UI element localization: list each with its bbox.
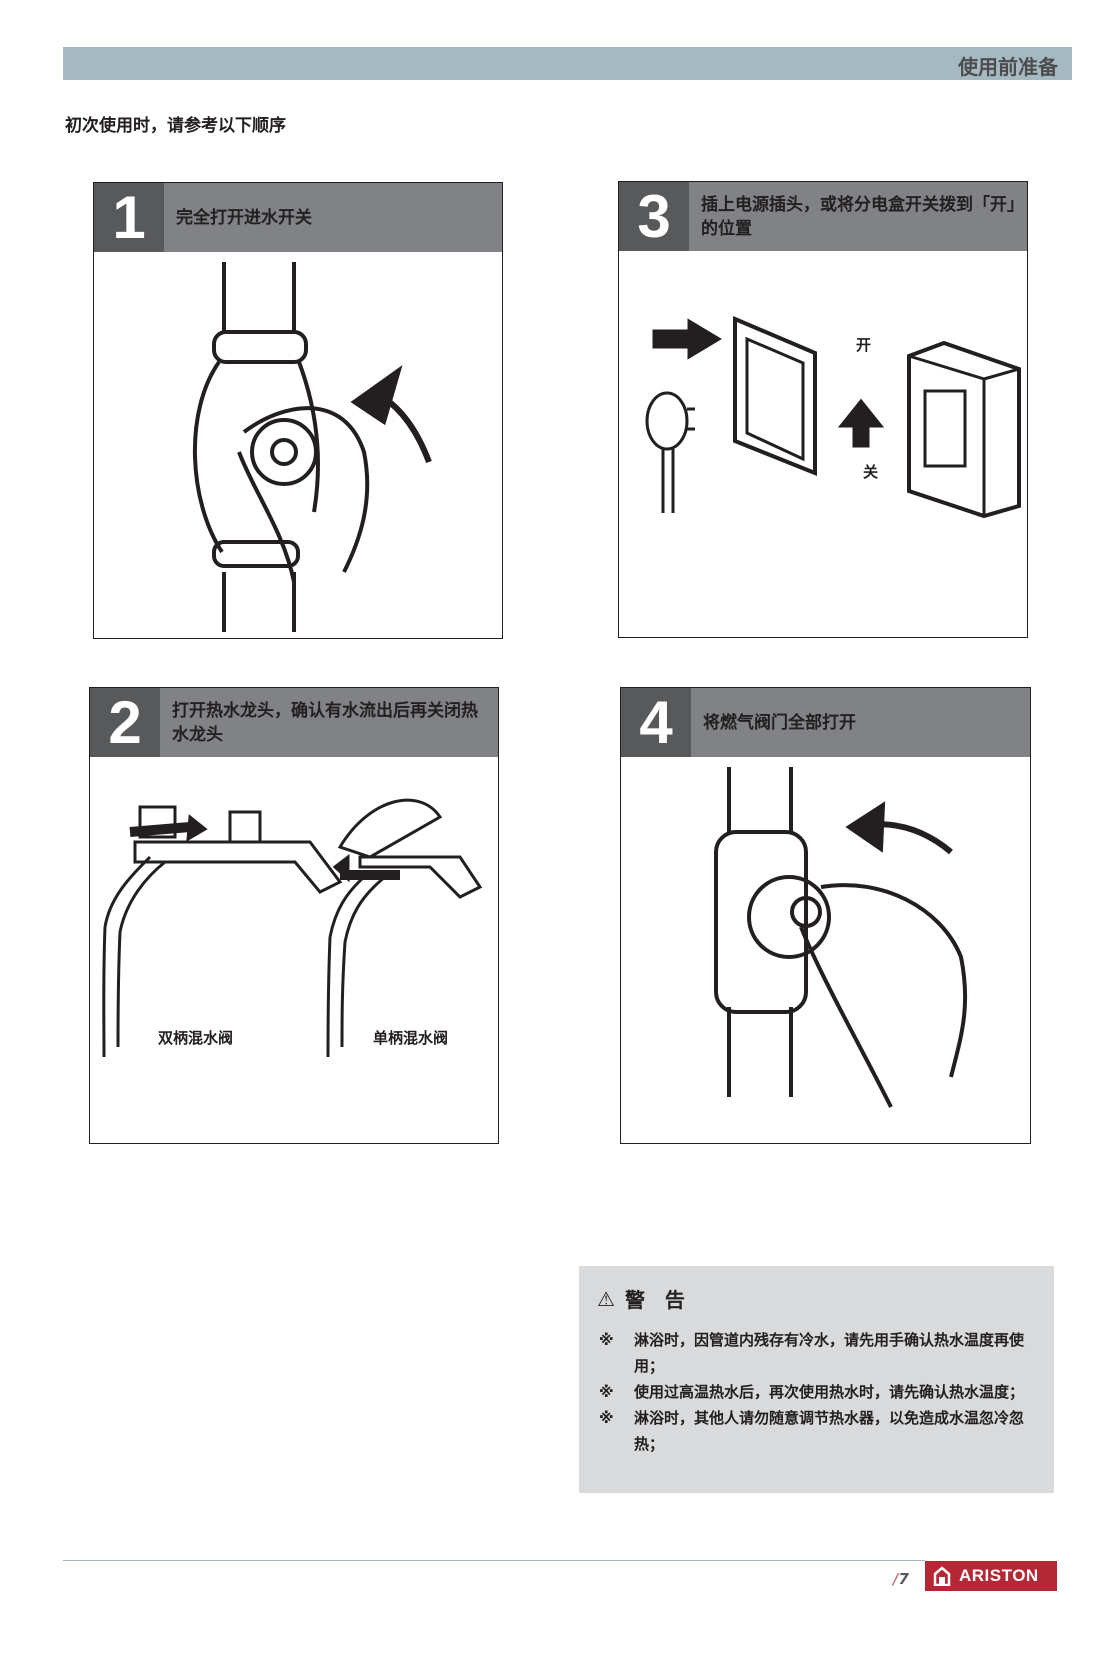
on-label: 开 [856,336,872,354]
wall-socket [733,315,817,476]
off-label: 关 [863,463,879,481]
step-title: 将燃气阀门全部打开 [703,712,856,733]
footer-divider [63,1560,925,1561]
breaker-box [907,340,1021,519]
power-plug [645,391,689,451]
step-3-panel: 3 插上电源插头，或将分电盒开关拨到「开」的位置 开 关 [618,181,1028,638]
faucet-illustration: 双柄混水阀 单柄混水阀 [90,757,498,1143]
dual-handle-label: 双柄混水阀 [158,1029,234,1047]
step-2-panel: 2 打开热水龙头，确认有水流出后再关闭热水龙头 双柄混水阀 单柄混水阀 [89,687,499,1144]
power-illustration: 开 关 [619,251,1027,637]
gas-valve-illustration [714,767,968,1108]
step-number: 4 [621,688,691,757]
warning-box: ⚠ 警 告 ※淋浴时，因管道内残存有冷水，请先用手确认热水温度再使用； ※使用过高… [579,1266,1054,1493]
step-4-panel: 4 将燃气阀门全部打开 [620,687,1031,1144]
section-header-bar: 使用前准备 [63,47,1072,80]
arrow-right-icon [652,318,722,360]
single-handle-label: 单柄混水阀 [373,1029,449,1047]
section-title: 使用前准备 [958,55,1058,79]
step-header: 1 完全打开进水开关 [94,183,502,252]
arrow-up-icon [837,398,885,448]
warning-item: ※淋浴时，因管道内残存有冷水，请先用手确认热水温度再使用； [599,1331,1025,1375]
valve-hand-illustration [192,262,432,632]
ariston-logo: ARISTON [925,1561,1057,1591]
step-number: 2 [90,688,160,757]
warning-item: ※使用过高温热水后，再次使用热水时，请先确认热水温度； [599,1383,1025,1401]
intro-text: 初次使用时，请参考以下顺序 [65,116,286,136]
house-icon [933,1566,951,1586]
page-number: /7 [893,1570,909,1588]
step-title: 插上电源插头，或将分电盒开关拨到「开」的位置 [701,194,1016,239]
step-header: 2 打开热水龙头，确认有水流出后再关闭热水龙头 [90,688,498,757]
step-header: 3 插上电源插头，或将分电盒开关拨到「开」的位置 [619,182,1027,251]
step-header: 4 将燃气阀门全部打开 [621,688,1030,757]
warning-triangle-icon: ⚠ [597,1286,615,1311]
step-number: 3 [619,182,689,251]
step-number: 1 [94,183,164,252]
step-1-panel: 1 完全打开进水开关 [93,182,503,639]
step-title: 完全打开进水开关 [176,207,312,228]
warning-item: ※淋浴时，其他人请勿随意调节热水器，以免造成水温忽冷忽热； [599,1409,1025,1453]
step-title: 打开热水龙头，确认有水流出后再关闭热水龙头 [172,700,478,745]
warning-title: 警 告 [624,1288,685,1312]
warning-heading: ⚠ 警 告 [597,1284,1036,1313]
